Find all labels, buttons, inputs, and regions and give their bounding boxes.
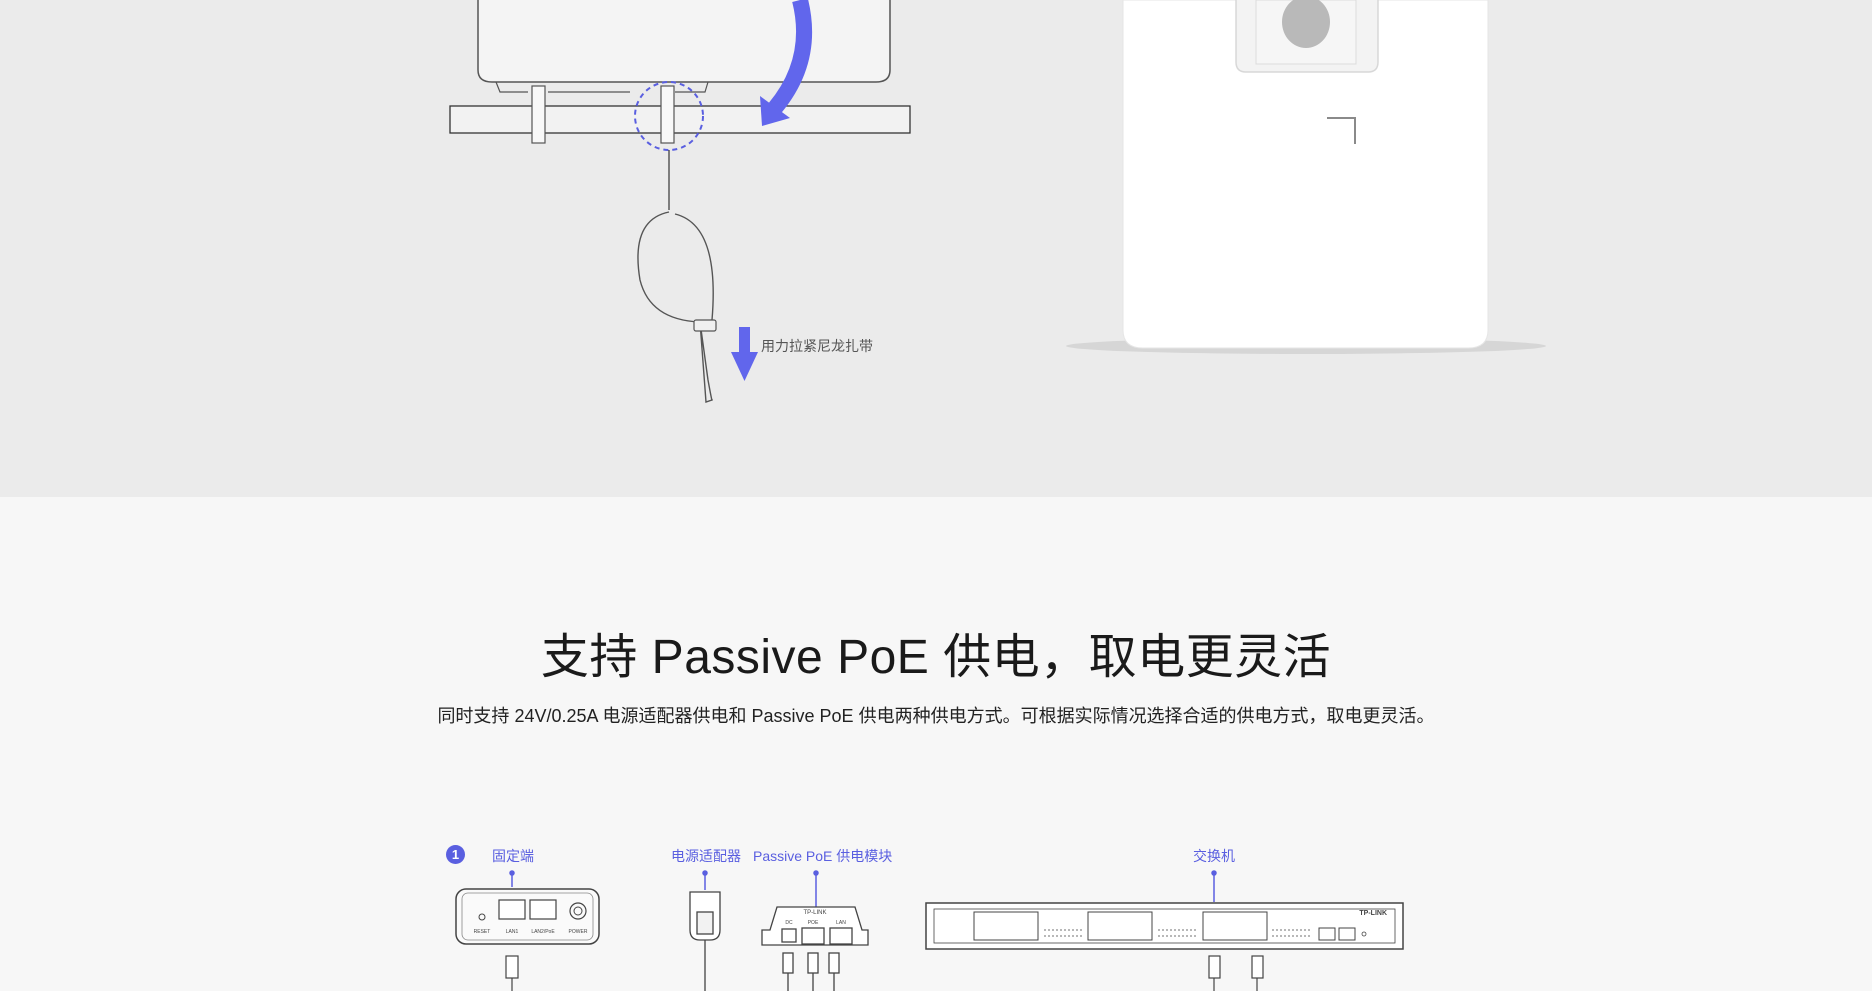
switch-icon [925, 902, 1404, 991]
step-number-badge: 1 [446, 845, 465, 864]
cable-tie-right [660, 85, 675, 144]
label-fixed-end: 固定端 [492, 848, 534, 864]
poe-module-poe: POE [808, 920, 819, 926]
zip-tie-head [693, 319, 717, 332]
install-illustration-section: 用力拉紧尼龙扎带 [0, 0, 1872, 497]
zip-tie-strap [674, 213, 714, 323]
device-base [495, 81, 709, 93]
port-label-power: POWER [569, 929, 588, 935]
product-panel [1122, 0, 1489, 349]
poe-module-brand: TP-LINK [803, 910, 826, 916]
section-title: 支持 Passive PoE 供电，取电更灵活 [540, 631, 1332, 684]
fixed-end-device [455, 888, 600, 945]
port-label-lan1: LAN1 [506, 929, 519, 935]
fixed-end-cable [505, 955, 519, 991]
poe-module-dc: DC [785, 920, 793, 926]
label-poe-module: Passive PoE 供电模块 [753, 848, 893, 864]
section-description: 同时支持 24V/0.25A 电源适配器供电和 Passive PoE 供电两种… [437, 706, 1435, 726]
pull-down-arrow-icon [731, 352, 758, 381]
rotate-arrow-head [760, 96, 790, 126]
tie-instruction-label: 用力拉紧尼龙扎带 [761, 338, 873, 354]
label-switch: 交换机 [1193, 848, 1235, 864]
switch-brand: TP-LINK [1359, 910, 1387, 917]
bracket-hole [1282, 0, 1330, 48]
port-label-lan2: LAN2/PoE [531, 929, 555, 935]
label-power-adapter: 电源适配器 [671, 848, 741, 864]
corner-mark [1327, 117, 1356, 144]
port-label-reset: RESET [474, 929, 491, 935]
poe-module-lan: LAN [836, 920, 846, 926]
cable-tie-left [531, 85, 546, 144]
mounting-pole [449, 105, 911, 134]
switch-port-dots [1044, 929, 1311, 937]
device-body-outline [477, 0, 891, 83]
zip-tie-loop [637, 211, 713, 403]
install-illustration [449, 0, 1546, 403]
poe-module-icon [761, 906, 869, 991]
power-adapter-icon [689, 891, 721, 991]
pull-arrow-shaft [739, 327, 750, 355]
diagram-callouts [509, 870, 1217, 908]
rotate-arrow-icon [768, 0, 813, 114]
highlight-circle [634, 81, 704, 151]
